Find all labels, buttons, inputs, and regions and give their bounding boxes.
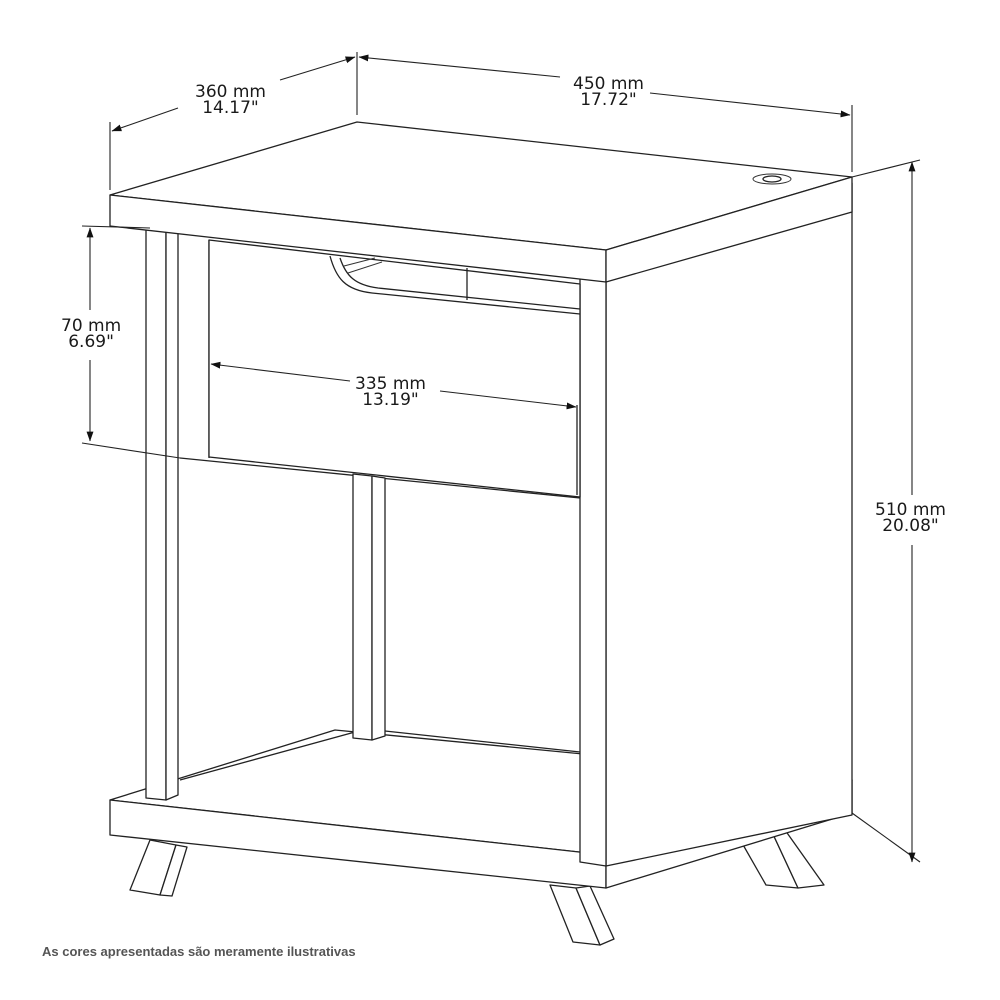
depth-metric: 360 mm: [195, 82, 266, 102]
drawer-width-dimension-label: 335 mm 13.19": [352, 374, 429, 410]
height-metric: 510 mm: [875, 500, 946, 520]
width-imperial: 17.72": [580, 90, 637, 110]
width-dimension-label: 450 mm 17.72": [570, 74, 647, 110]
drawer-width-imperial: 13.19": [362, 390, 419, 410]
height-dimension-label: 510 mm 20.08": [872, 500, 949, 536]
drawer-height-metric: 70 mm: [61, 316, 122, 336]
drawer-height-imperial: 6.69": [68, 332, 114, 352]
width-metric: 450 mm: [573, 74, 644, 94]
depth-dimension-label: 360 mm 14.17": [192, 82, 269, 118]
color-disclaimer-note: As cores apresentadas são meramente ilus…: [42, 944, 356, 959]
drawer-height-dimension-label: 70 mm 6.69": [58, 316, 125, 352]
grommet-icon: [752, 173, 792, 185]
top-panel: [109, 121, 853, 283]
height-imperial: 20.08": [882, 516, 939, 536]
drawer: [208, 239, 581, 498]
dimension-lines: [81, 52, 921, 863]
drawer-width-metric: 335 mm: [355, 374, 426, 394]
left-post: [145, 227, 210, 801]
depth-imperial: 14.17": [202, 98, 259, 118]
shelf-opening: [179, 457, 581, 781]
right-side-panel: [579, 182, 853, 867]
